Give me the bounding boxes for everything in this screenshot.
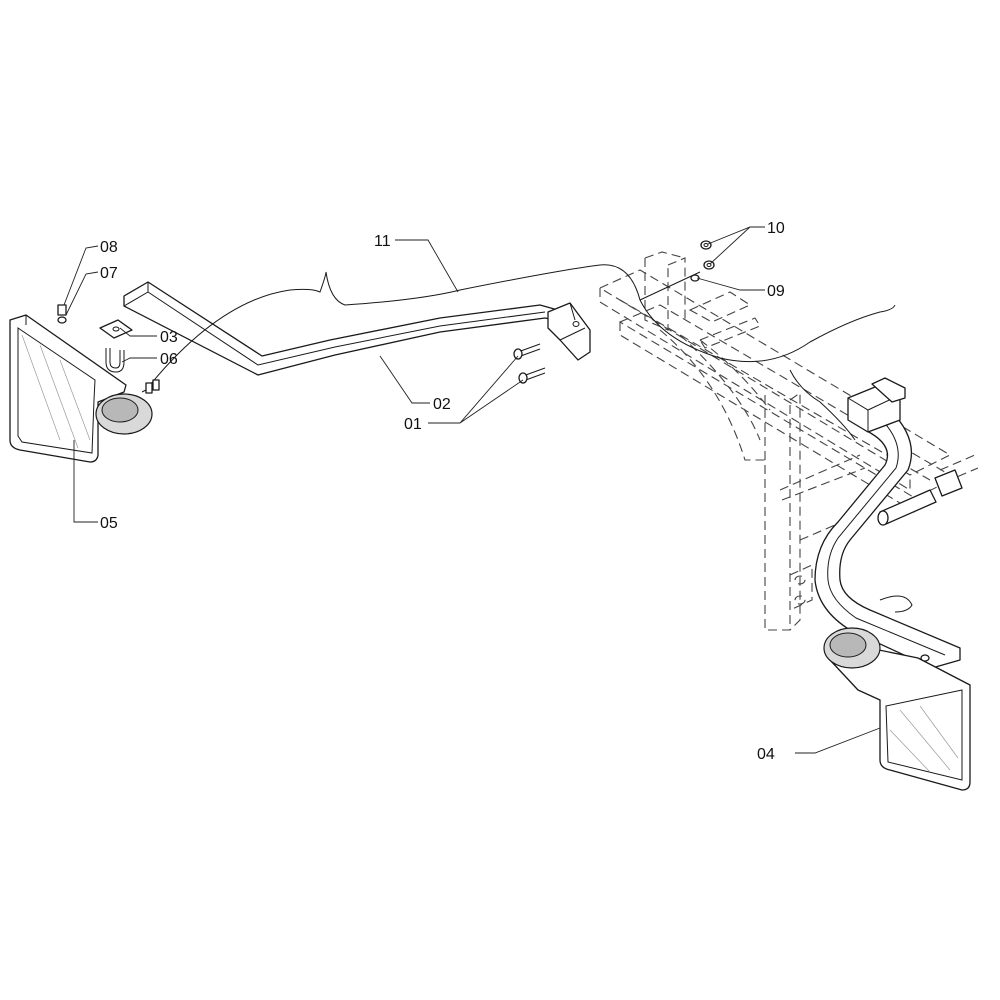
- leader-10: [707, 226, 765, 265]
- left-plate-bracket: [9, 314, 160, 463]
- label-06: 06: [160, 351, 178, 368]
- right-plate-bracket: [823, 627, 971, 791]
- leader-lines: [63, 226, 881, 754]
- left-support-arm: [123, 281, 591, 376]
- leader-05: [73, 440, 98, 523]
- label-07: 07: [100, 265, 118, 282]
- label-08: 08: [100, 239, 118, 256]
- leader-09: [696, 277, 765, 291]
- label-01: 01: [404, 416, 422, 433]
- label-09: 09: [767, 283, 785, 300]
- label-05: 05: [100, 515, 118, 532]
- label-10: 10: [767, 220, 785, 237]
- nuts-and-washer: [639, 240, 715, 301]
- electrical-cable: [149, 264, 913, 613]
- right-support-arm: [814, 377, 963, 669]
- leader-06: [121, 357, 157, 363]
- label-03: 03: [160, 329, 178, 346]
- leader-02: [379, 355, 430, 404]
- bolts: [513, 343, 546, 384]
- leader-11: [395, 239, 459, 293]
- leader-03: [119, 327, 157, 337]
- machine-frame-phantom: [598, 251, 979, 631]
- leader-08: [63, 245, 99, 306]
- leader-07: [65, 271, 99, 316]
- label-11: 11: [374, 233, 391, 250]
- label-04: 04: [757, 746, 775, 763]
- label-02: 02: [433, 396, 451, 413]
- leader-04: [795, 727, 881, 754]
- small-hardware-left: [57, 304, 133, 373]
- leader-01: [428, 355, 524, 424]
- part-labels: 08 07 03 06 05 02 01 11 10 09 04: [100, 220, 785, 763]
